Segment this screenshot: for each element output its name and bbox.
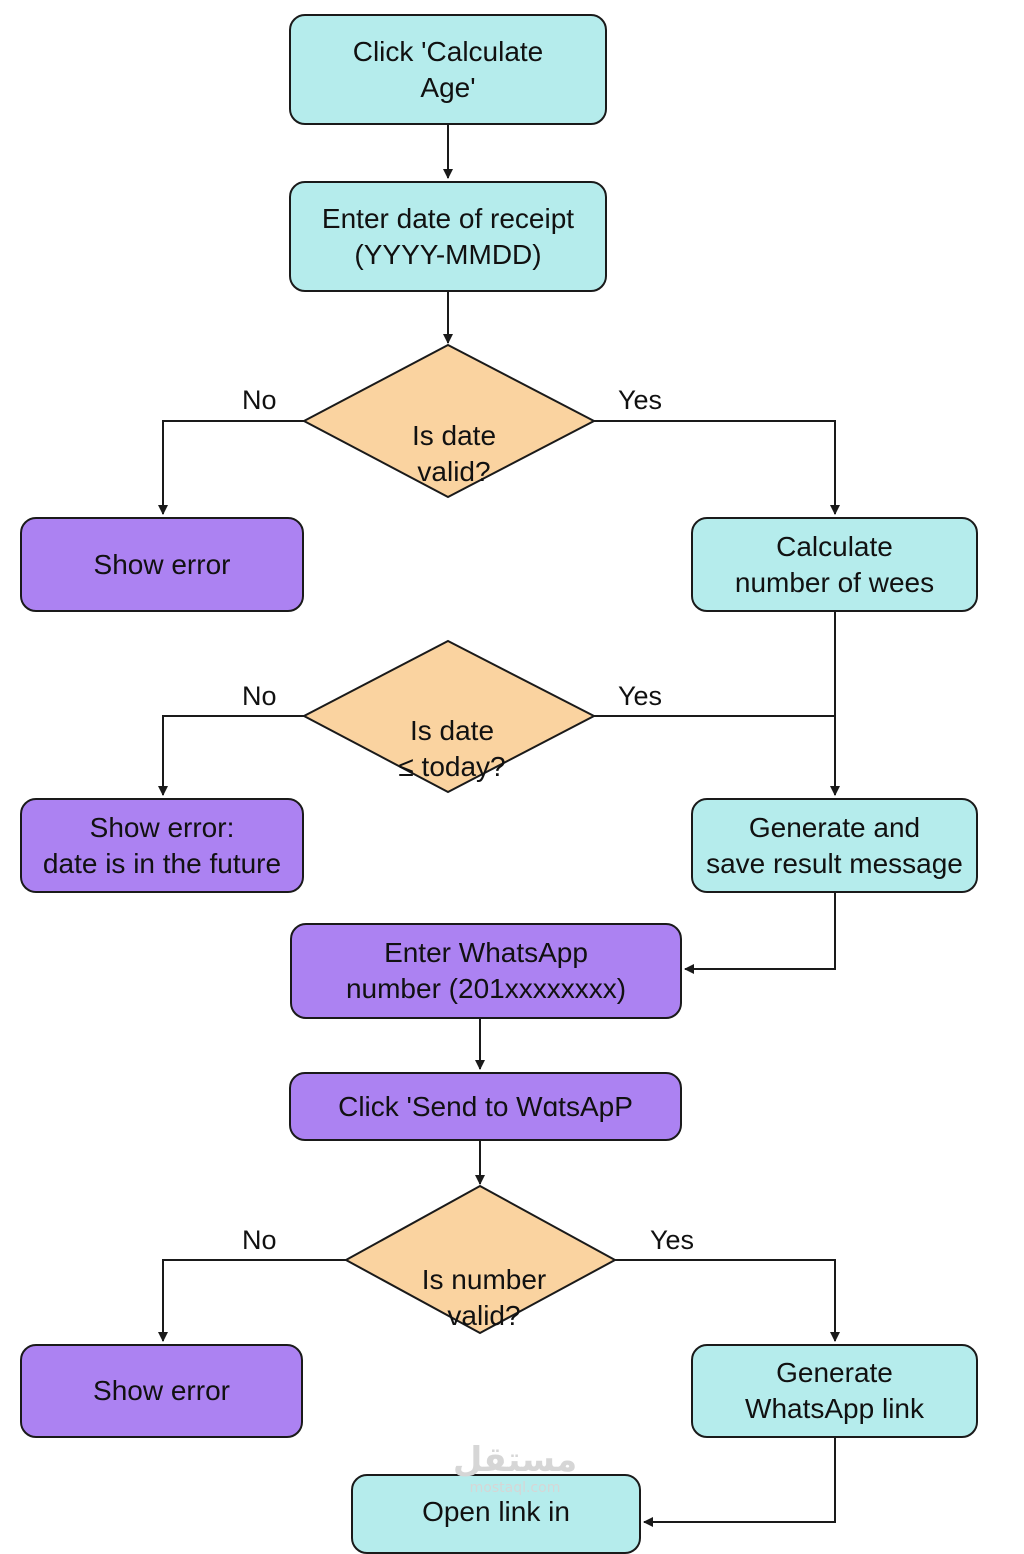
step-click-calculate-age-label: Click 'Calculate Age'	[352, 35, 544, 103]
step-show-error-future[interactable]: Show error: date is in the future	[20, 798, 304, 893]
edge-label-no-number-valid: No	[242, 1225, 277, 1255]
decision-date-today-label: Is date ≤ today?	[398, 715, 506, 782]
step-click-calculate-age[interactable]: Click 'Calculate Age'	[289, 14, 607, 125]
step-show-error-number-label: Show error	[93, 1375, 230, 1406]
step-enter-whatsapp-number[interactable]: Enter WhatsApp number (201xxxxxxxx)	[290, 923, 682, 1019]
step-generate-whatsapp-link[interactable]: Generate WhatsApp link	[691, 1344, 978, 1438]
step-show-error-invalid-label: Show error	[93, 548, 231, 580]
decision-date-valid[interactable]: Is date valid?	[374, 382, 534, 490]
edge-label-yes-date-valid: Yes	[618, 385, 663, 415]
arrow-link-to-open	[643, 1438, 836, 1527]
edge-label-no-date-valid: No	[242, 385, 277, 415]
decision-number-valid[interactable]: Is number valid?	[394, 1226, 574, 1334]
step-open-link-label: Open link in	[422, 1496, 570, 1527]
step-open-link[interactable]: Open link in	[351, 1474, 641, 1554]
decision-date-today[interactable]: Is date ≤ today?	[372, 677, 532, 785]
step-calculate-weeks[interactable]: Calculate number of wees	[691, 517, 978, 612]
step-show-error-invalid[interactable]: Show error	[20, 517, 304, 612]
arrow-decision3-yes	[615, 1259, 840, 1342]
step-enter-date-label: Enter date of receipt (YYYY-MMDD)	[321, 202, 575, 270]
decision-number-valid-diamond	[343, 1184, 618, 1335]
decision-number-valid-label: Is number valid?	[421, 1264, 547, 1331]
step-generate-whatsapp-link-label: Generate WhatsApp link	[745, 1357, 924, 1424]
step-click-send-whatsapp-label: Click 'Send to WɑtsApP	[338, 1090, 633, 1122]
decision-date-valid-diamond	[301, 343, 597, 499]
decision-date-valid-label: Is date valid?	[411, 420, 497, 487]
edge-label-yes-number-valid: Yes	[650, 1225, 695, 1255]
step-show-error-future-label: Show error: date is in the future	[42, 811, 282, 879]
step-generate-save-label: Generate and save result message	[706, 811, 963, 879]
edge-label-yes-date-today: Yes	[618, 681, 663, 711]
step-enter-date[interactable]: Enter date of receipt (YYYY-MMDD)	[289, 181, 607, 292]
step-show-error-number[interactable]: Show error	[20, 1344, 303, 1438]
arrow-decision2-no	[158, 715, 304, 796]
step-enter-whatsapp-number-label: Enter WhatsApp number (201xxxxxxxx)	[345, 937, 627, 1004]
edge-label-no-date-today: No	[242, 681, 277, 711]
decision-date-today-diamond	[301, 639, 597, 794]
arrow-decision1-yes	[594, 420, 840, 515]
step-calculate-weeks-label: Calculate number of wees	[734, 530, 935, 598]
step-generate-save[interactable]: Generate and save result message	[691, 798, 978, 893]
step-click-send-whatsapp[interactable]: Click 'Send to WɑtsApP	[289, 1072, 682, 1141]
arrow-decision3-no	[158, 1259, 346, 1342]
arrow-generate-to-whatsapp	[684, 893, 836, 974]
arrow-decision2-yes	[594, 715, 840, 796]
arrow-decision1-no	[158, 420, 304, 515]
